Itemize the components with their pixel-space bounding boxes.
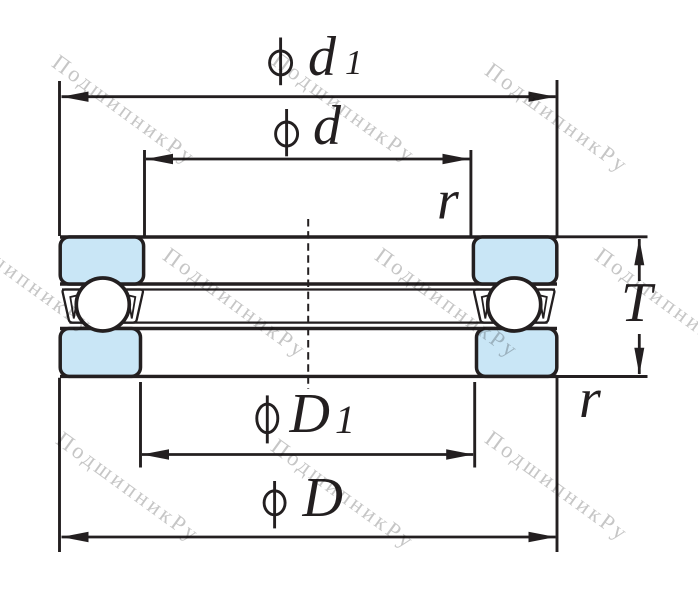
- svg-text:T: T: [621, 272, 656, 334]
- svg-text:D: D: [302, 467, 343, 529]
- svg-text:r: r: [437, 170, 459, 232]
- svg-text:d: d: [308, 26, 337, 88]
- svg-text:r: r: [579, 368, 601, 430]
- svg-text:D: D: [289, 383, 330, 445]
- svg-text:d: d: [313, 95, 342, 157]
- svg-text:1: 1: [345, 43, 363, 82]
- svg-text:1: 1: [335, 397, 355, 442]
